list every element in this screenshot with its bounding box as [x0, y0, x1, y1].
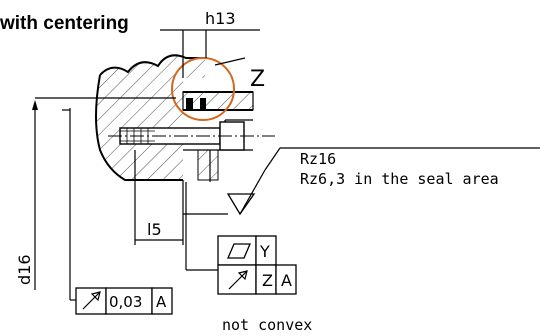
- dimension-d16: d16: [15, 97, 176, 290]
- detail-label: Z: [250, 67, 265, 92]
- surface-finish-line2: Rz6,3 in the seal area: [300, 170, 499, 188]
- surface-finish-line1: Rz16: [300, 150, 336, 168]
- svg-text:Y: Y: [259, 242, 270, 261]
- detail-circle: [171, 57, 235, 121]
- hatched-housing-section: [95, 54, 205, 181]
- circular-runout-icon: [82, 291, 101, 310]
- dimension-l5: l5: [134, 150, 184, 245]
- seal-ring: [186, 98, 206, 110]
- svg-text:A: A: [156, 293, 167, 311]
- flatness-icon: [227, 243, 251, 259]
- runout-tolerance-frame-2: Z A: [217, 264, 297, 295]
- svg-text:l5: l5: [147, 220, 162, 239]
- drawing-title: with centering: [0, 13, 129, 34]
- svg-text:d16: d16: [15, 254, 34, 285]
- circular-runout-icon: [228, 270, 248, 290]
- svg-text:h13: h13: [205, 9, 236, 28]
- svg-text:A: A: [281, 271, 292, 290]
- note-not-convex: not convex: [222, 316, 312, 334]
- runout-tolerance-frame-1: 0,03 A: [70, 287, 173, 315]
- surface-finish-symbol: Rz16 Rz6,3 in the seal area: [183, 147, 540, 216]
- flatness-tolerance-frame: Y: [217, 235, 277, 266]
- svg-text:0,03: 0,03: [109, 293, 142, 311]
- svg-text:Z: Z: [262, 271, 273, 290]
- detail-leader: [214, 57, 246, 66]
- dimension-h13: h13: [182, 9, 260, 78]
